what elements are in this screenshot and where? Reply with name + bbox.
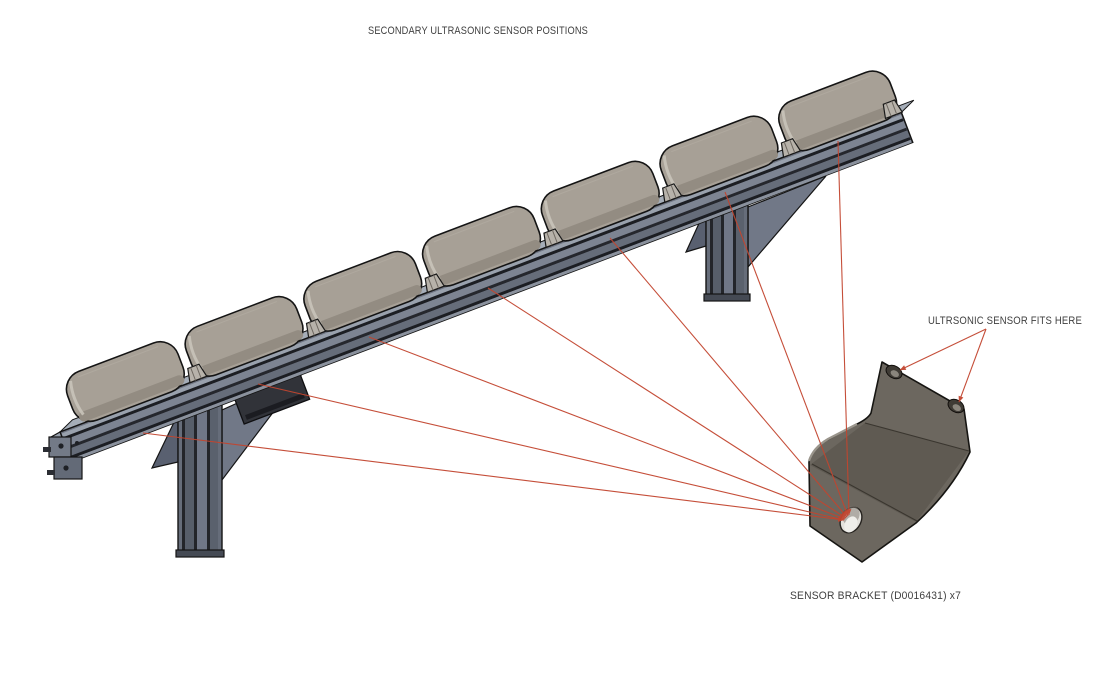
bracket-web <box>810 423 969 522</box>
leader-line <box>837 140 852 516</box>
screw-head <box>75 441 79 445</box>
support-leg-right <box>684 175 827 302</box>
screw-head <box>63 465 69 471</box>
mount-hole <box>885 364 903 380</box>
sensor-position-leaders <box>142 140 852 522</box>
bracket-part-label: SENSOR BRACKET (D0016431) x7 <box>790 590 961 602</box>
leader-line <box>724 191 849 517</box>
leader-line <box>487 287 847 519</box>
leader-line <box>899 328 987 371</box>
rail-end-hardware <box>43 431 83 480</box>
leader-line <box>609 237 848 518</box>
diagram-title: SECONDARY ULTRASONIC SENSOR POSITIONS <box>368 25 588 37</box>
sensor-fits-label: ULTRSONIC SENSOR FITS HERE <box>928 315 1082 327</box>
rail-extrusion <box>59 111 914 463</box>
bracket-edge-highlight <box>807 423 858 462</box>
leader-line <box>257 383 845 522</box>
sensor-fits-leaders <box>899 328 987 403</box>
screw-head <box>58 443 64 449</box>
leader-line <box>368 336 846 520</box>
sensor-bracket-detail <box>807 361 971 563</box>
rail-assembly <box>59 64 915 463</box>
leader-line <box>142 432 845 522</box>
leader-line <box>958 328 987 403</box>
